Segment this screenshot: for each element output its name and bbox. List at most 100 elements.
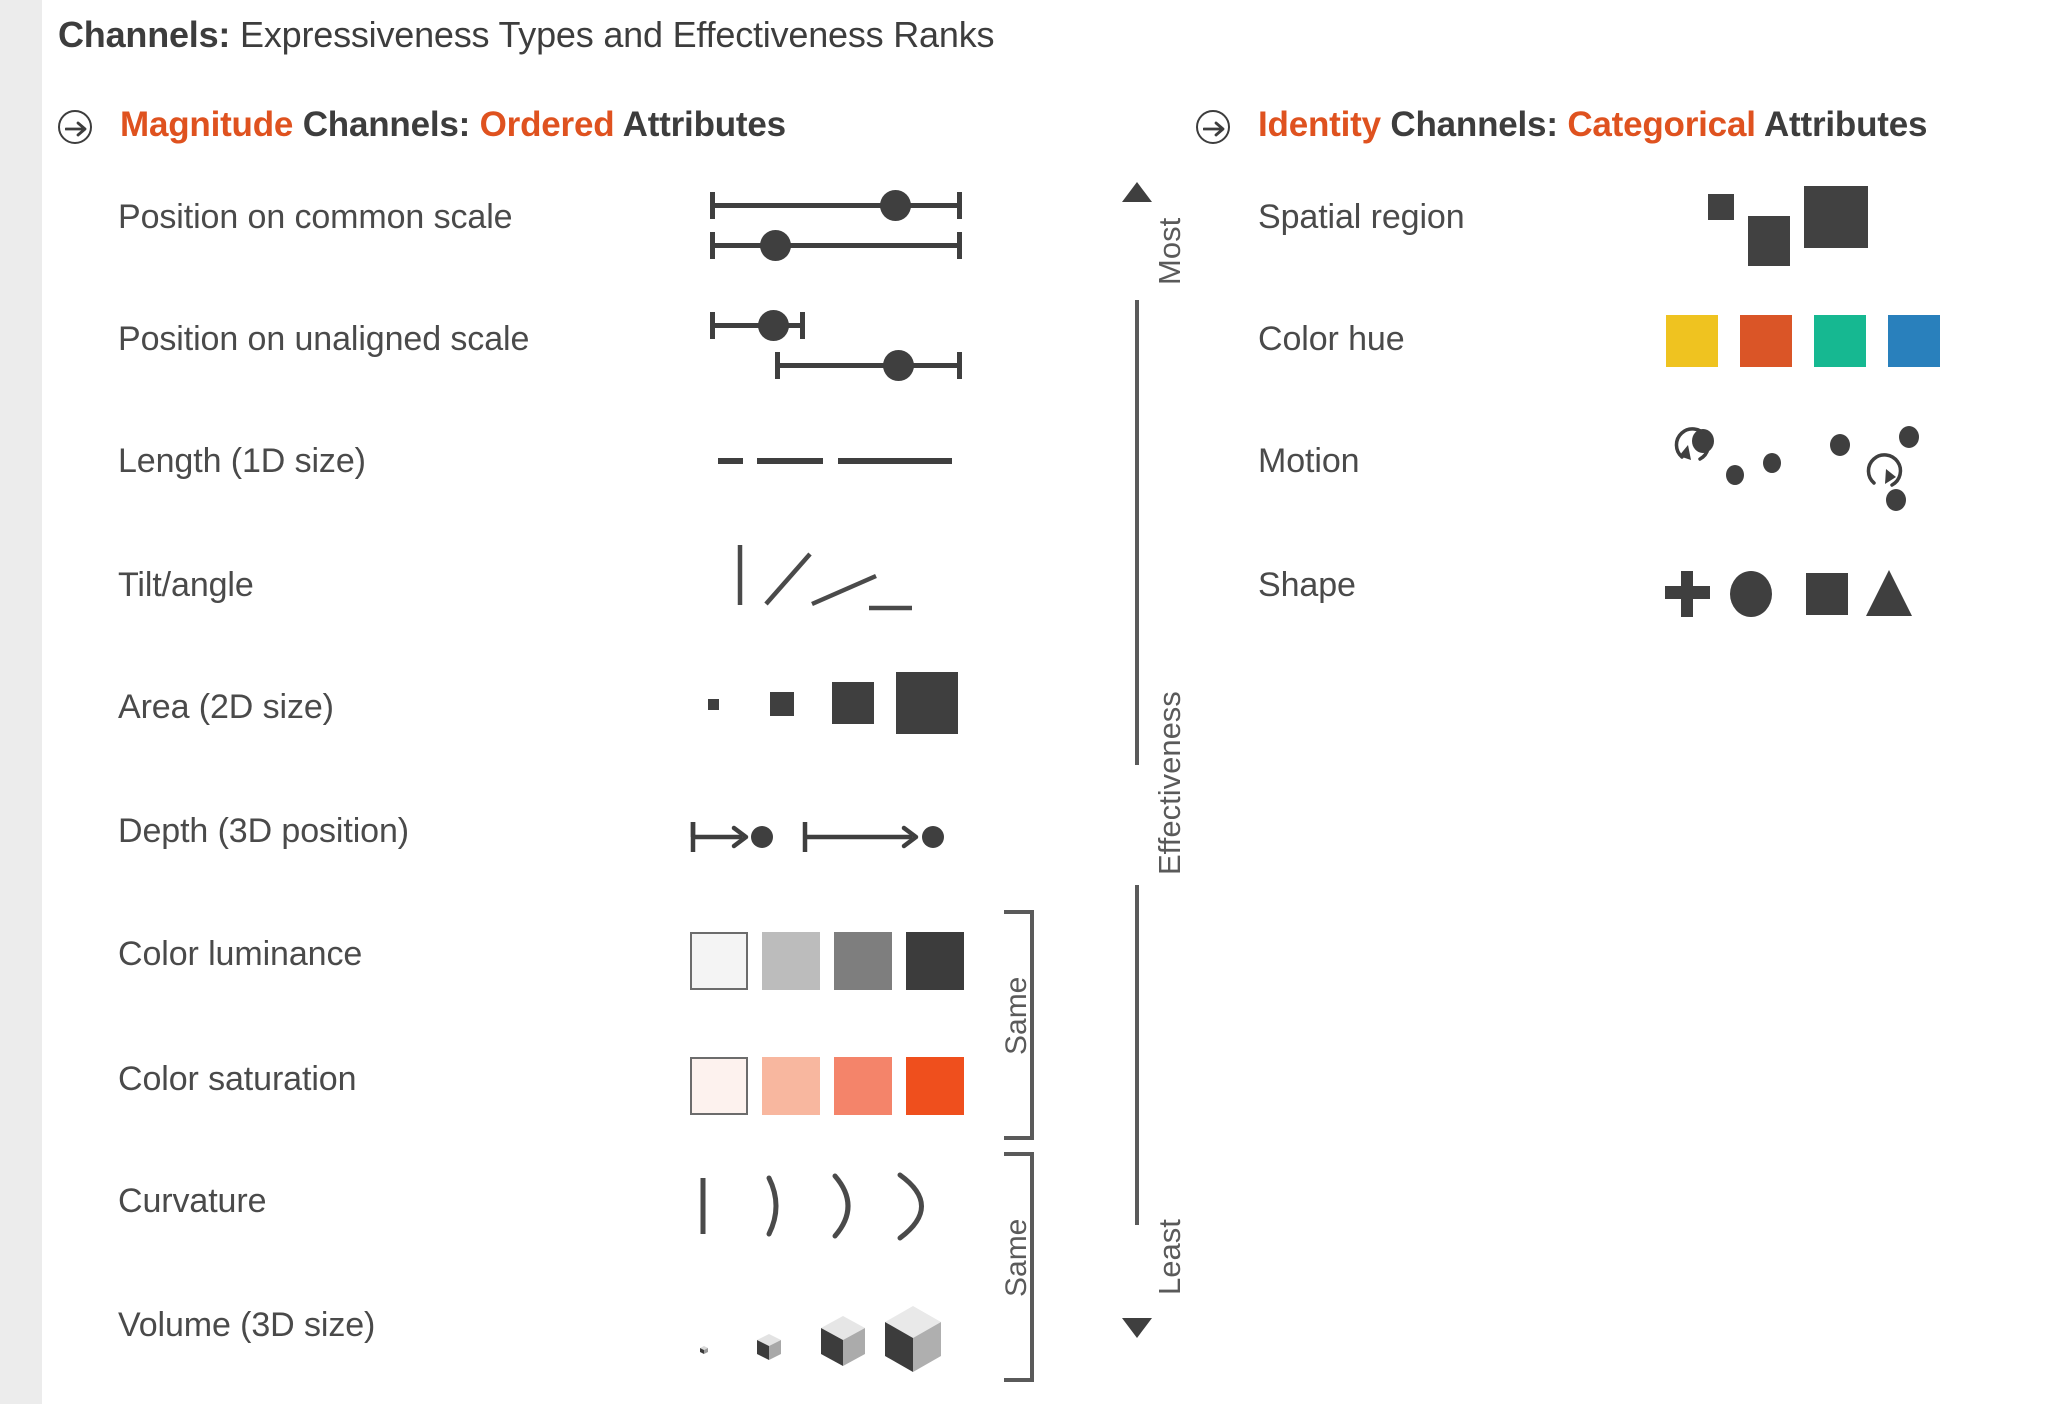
- triangle-up-icon: [1122, 182, 1152, 202]
- arrow-right-glyph: [65, 121, 87, 137]
- scale-value-dot: [883, 350, 914, 381]
- bracket-vertical: [1030, 910, 1034, 1140]
- row-label-color-saturation: Color saturation: [118, 1060, 357, 1098]
- scale-tick-left: [710, 192, 715, 219]
- scale-tick-left: [775, 352, 780, 379]
- row-label-motion: Motion: [1258, 442, 1360, 480]
- page-title-bold: Channels:: [58, 14, 231, 55]
- page-title-rest: Expressiveness Types and Effectiveness R…: [230, 14, 995, 55]
- identity-header-part1: Identity: [1258, 105, 1381, 144]
- magnitude-section-header: Magnitude Channels: Ordered Attributes: [120, 105, 786, 145]
- length-bar-3: [838, 458, 952, 464]
- axis-line-lower: [1135, 885, 1139, 1225]
- saturation-swatch-2: [762, 1057, 820, 1115]
- scale-axis-line: [710, 323, 805, 328]
- tilt-angle-lines: [737, 545, 912, 611]
- row-label-spatial-region: Spatial region: [1258, 198, 1465, 236]
- row-label-area-2d: Area (2D size): [118, 688, 334, 726]
- length-bar-1: [718, 458, 743, 464]
- volume-cubes: [700, 1306, 941, 1372]
- bracket-vertical: [1030, 1152, 1034, 1382]
- volume-cube-4: [885, 1306, 941, 1372]
- circled-arrow-right-icon-magnitude: [58, 110, 92, 144]
- identity-header-part2: Channels:: [1380, 105, 1568, 144]
- row-label-volume-3d: Volume (3D size): [118, 1306, 376, 1344]
- saturation-swatch-4: [906, 1057, 964, 1115]
- identity-header-part4: Attributes: [1755, 105, 1928, 144]
- magnitude-header-part4: Attributes: [614, 105, 786, 144]
- scale-axis-line: [775, 363, 962, 368]
- spatial-region-block-1: [1708, 194, 1734, 220]
- circle-icon: [1730, 571, 1772, 617]
- scale-tick-right: [800, 312, 805, 339]
- luminance-swatch-2: [762, 932, 820, 990]
- hue-swatch-yellow: [1666, 315, 1718, 367]
- curvature-arcs: [700, 1172, 924, 1241]
- axis-line-upper: [1135, 300, 1139, 765]
- same-bracket-2: [1000, 1152, 1034, 1382]
- scale-tick-right: [957, 232, 962, 259]
- identity-section-header: Identity Channels: Categorical Attribute…: [1258, 105, 1927, 145]
- axis-label-least: Least: [1152, 1219, 1187, 1295]
- saturation-swatch-3: [834, 1057, 892, 1115]
- row-label-color-hue: Color hue: [1258, 320, 1405, 358]
- scale-value-dot: [758, 310, 789, 341]
- square-icon: [1806, 573, 1848, 615]
- bracket-bottom-arm: [1004, 1378, 1034, 1382]
- row-label-length-1d: Length (1D size): [118, 442, 366, 480]
- arrow-right-glyph: [1203, 121, 1225, 137]
- row-label-curvature: Curvature: [118, 1182, 267, 1220]
- scale-value-dot: [880, 190, 911, 221]
- volume-cube-1: [700, 1346, 708, 1354]
- luminance-swatch-4: [906, 932, 964, 990]
- luminance-swatch-1: [690, 932, 748, 990]
- spatial-region-block-2: [1748, 216, 1790, 266]
- hue-swatch-blue: [1888, 315, 1940, 367]
- triangle-icon: [1866, 570, 1912, 616]
- row-label-depth-3d: Depth (3D position): [118, 812, 410, 850]
- row-label-shape: Shape: [1258, 566, 1356, 604]
- scale-tick-right: [957, 352, 962, 379]
- circled-arrow-right-icon-identity: [1196, 110, 1230, 144]
- triangle-down-icon: [1122, 1318, 1152, 1338]
- same-bracket-label-2: Same: [1000, 1218, 1033, 1297]
- left-margin-strip: [0, 0, 42, 1404]
- hue-swatch-teal: [1814, 315, 1866, 367]
- bracket-top-arm: [1004, 1152, 1034, 1156]
- row-label-position-common-scale: Position on common scale: [118, 198, 513, 236]
- scale-value-dot: [760, 230, 791, 261]
- bracket-top-arm: [1004, 910, 1034, 914]
- row-label-tilt-angle: Tilt/angle: [118, 566, 254, 604]
- identity-header-part3: Categorical: [1567, 105, 1756, 144]
- depth-arrows: [690, 822, 944, 852]
- shape-marks: [1665, 570, 1912, 617]
- row-label-color-luminance: Color luminance: [118, 935, 363, 973]
- scale-tick-left: [710, 312, 715, 339]
- row-label-position-unaligned-scale: Position on unaligned scale: [118, 320, 530, 358]
- scale-tick-left: [710, 232, 715, 259]
- motion-dots-and-rotation-arrows: [1674, 426, 1919, 511]
- plus-icon: [1665, 571, 1710, 617]
- area-square-4: [896, 672, 958, 734]
- magnitude-header-part1: Magnitude: [120, 105, 294, 144]
- scale-tick-right: [957, 192, 962, 219]
- volume-cube-3: [821, 1316, 865, 1366]
- same-bracket-label-1: Same: [1000, 976, 1033, 1055]
- area-square-1: [708, 699, 719, 710]
- magnitude-header-part2: Channels:: [293, 105, 480, 144]
- volume-cube-2: [757, 1334, 781, 1360]
- magnitude-header-part3: Ordered: [479, 105, 615, 144]
- scale-axis-line: [710, 203, 962, 208]
- same-bracket-1: [1000, 910, 1034, 1140]
- spatial-region-block-3: [1804, 186, 1868, 248]
- luminance-swatch-3: [834, 932, 892, 990]
- length-bar-2: [757, 458, 823, 464]
- area-square-3: [832, 682, 874, 724]
- scale-axis-line: [710, 243, 962, 248]
- bracket-bottom-arm: [1004, 1136, 1034, 1140]
- axis-label-most: Most: [1152, 217, 1187, 285]
- area-square-2: [770, 692, 794, 716]
- axis-label-effectiveness: Effectiveness: [1152, 691, 1187, 875]
- saturation-swatch-1: [690, 1057, 748, 1115]
